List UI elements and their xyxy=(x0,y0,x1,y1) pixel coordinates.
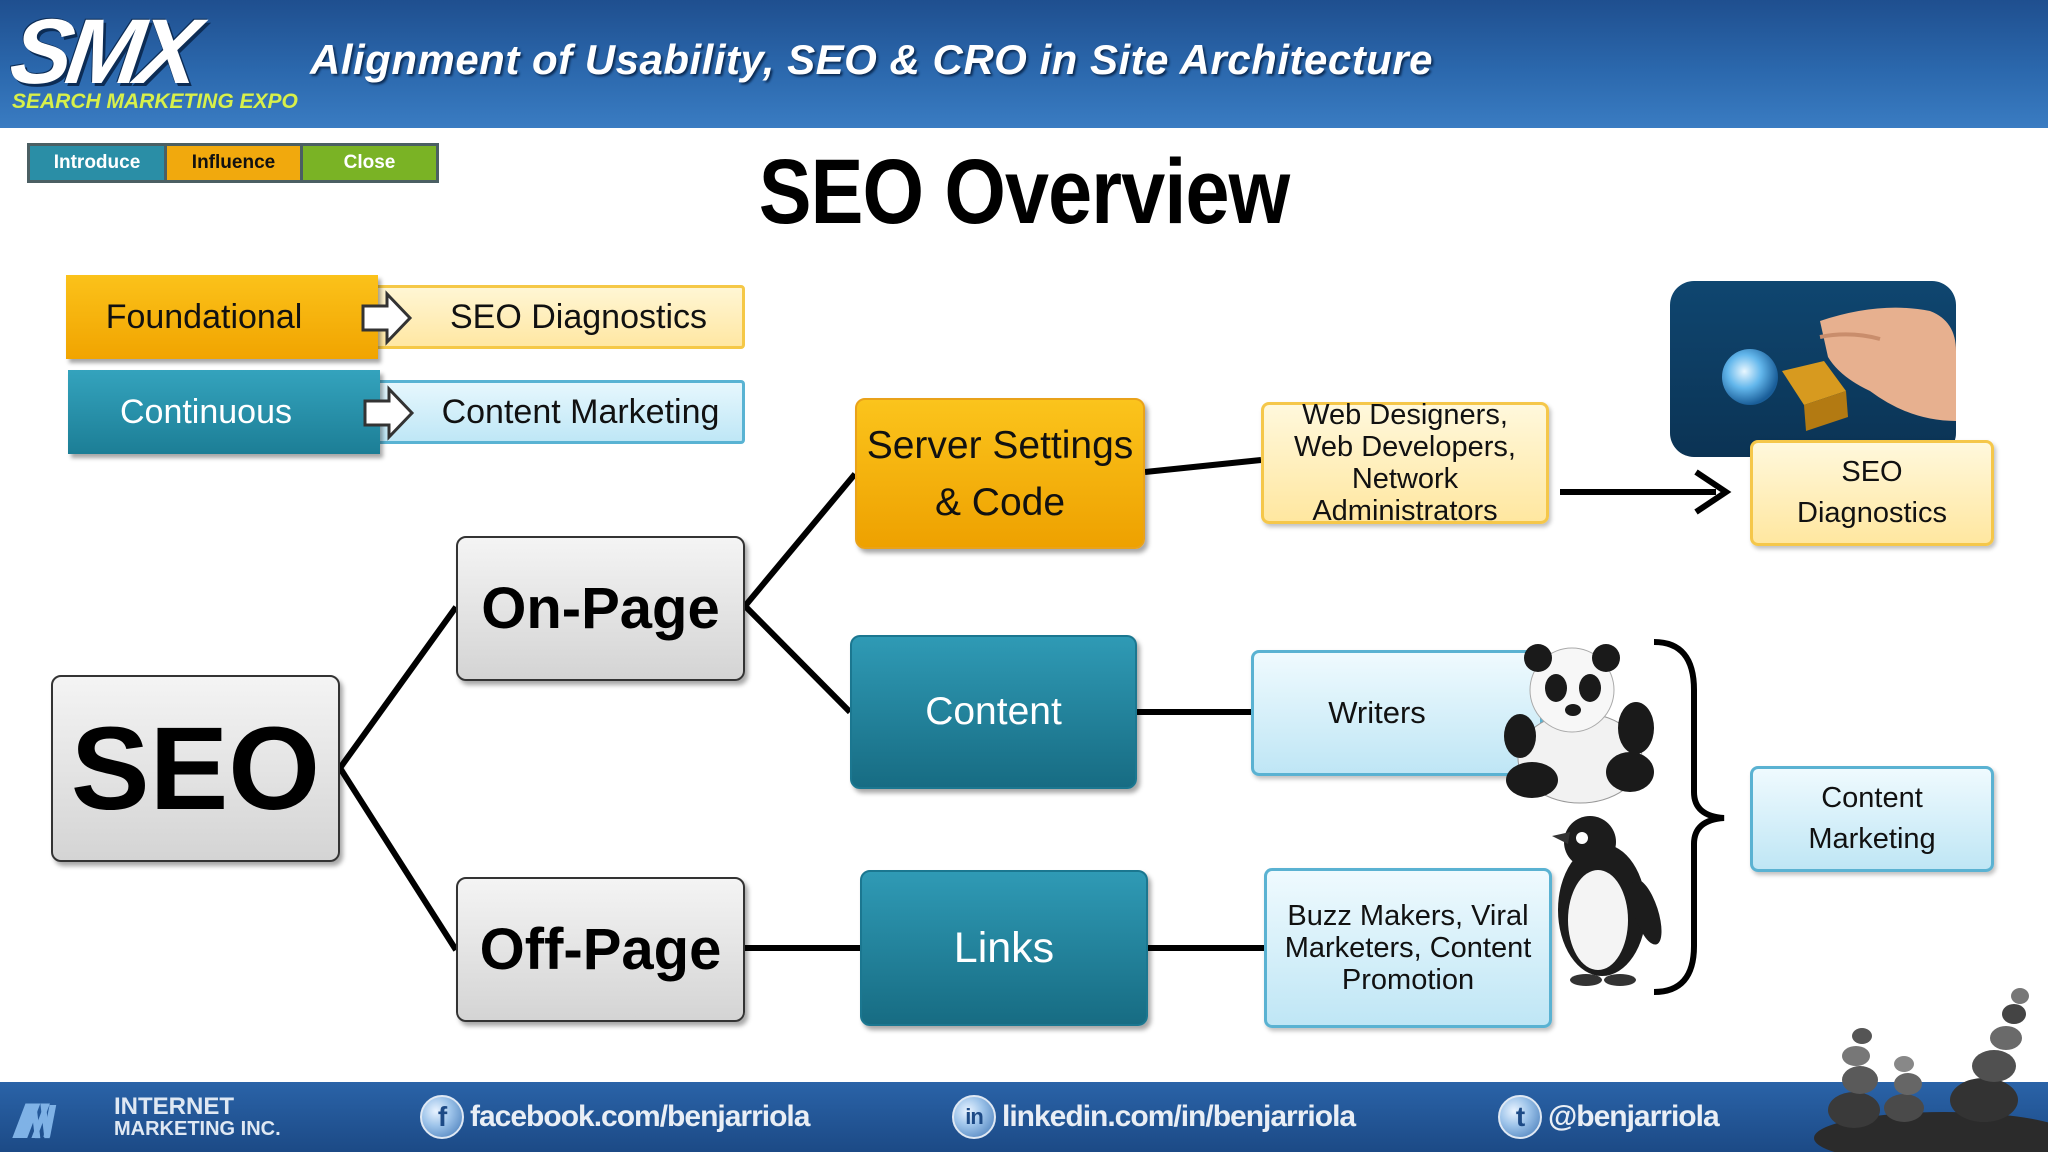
off-page-label: Off-Page xyxy=(479,917,722,982)
web-line2: Web Developers, xyxy=(1294,431,1516,463)
writers-label: Writers xyxy=(1328,695,1426,730)
buzz-line1: Buzz Makers, Viral xyxy=(1287,900,1529,932)
legend-foundational: Foundational xyxy=(66,275,378,359)
legend-seo-diagnostics-label: SEO Diagnostics xyxy=(450,297,707,336)
server-settings-node: Server Settings & Code xyxy=(855,398,1145,549)
company-name: INTERNET MARKETING INC. xyxy=(114,1093,281,1141)
web-designers-node: Web Designers, Web Developers, Network A… xyxy=(1261,399,1549,527)
content-node: Content xyxy=(850,635,1137,789)
on-page-node: On-Page xyxy=(456,536,745,681)
tab-introduce[interactable]: Introduce xyxy=(30,146,164,180)
off-page-node: Off-Page xyxy=(456,877,745,1022)
page-title: SEO Overview xyxy=(758,141,1290,243)
header-banner: SMX SEARCH MARKETING EXPO Alignment of U… xyxy=(0,0,2048,128)
buzz-line3: Promotion xyxy=(1341,964,1475,996)
logo-subtitle: SEARCH MARKETING EXPO xyxy=(12,90,298,113)
linkedin-icon: in xyxy=(952,1095,996,1139)
legend-foundational-label: Foundational xyxy=(105,297,303,336)
links-node: Links xyxy=(860,870,1148,1026)
server-settings-line1: Server Settings xyxy=(866,423,1134,467)
smx-logo: SMX SEARCH MARKETING EXPO xyxy=(5,1,304,118)
legend-content-marketing-label: Content Marketing xyxy=(441,392,720,431)
imi-mark-icon: ///\/\I xyxy=(14,1095,56,1147)
content-marketing-line1: Content xyxy=(1821,782,1923,814)
legend-continuous: Continuous xyxy=(68,370,380,454)
on-page-label: On-Page xyxy=(481,576,720,641)
seo-diagnostics-line1: SEO xyxy=(1841,456,1903,488)
legend-seo-diagnostics: SEO Diagnostics xyxy=(372,285,745,349)
connector-onpage-content xyxy=(742,603,853,715)
seo-node-label: SEO xyxy=(70,702,321,835)
presentation-title: Alignment of Usability, SEO & CRO in Sit… xyxy=(310,36,1434,83)
facebook-url: facebook.com/benjarriola xyxy=(470,1100,810,1133)
tab-influence[interactable]: Influence xyxy=(164,146,300,180)
penguin-illustration xyxy=(1552,816,1662,986)
twitter-handle: @benjarriola xyxy=(1548,1100,1720,1133)
legend-content-marketing: Content Marketing xyxy=(372,380,745,444)
web-line4: Administrators xyxy=(1312,495,1498,527)
tab-close[interactable]: Close xyxy=(300,146,436,180)
web-line3: Network xyxy=(1351,463,1459,495)
content-label: Content xyxy=(925,690,1062,733)
server-settings-line2: & Code xyxy=(934,480,1066,524)
linkedin-url: linkedin.com/in/benjarriola xyxy=(1002,1100,1356,1133)
company-line2: MARKETING INC. xyxy=(114,1118,281,1140)
panda-illustration xyxy=(1504,644,1654,804)
facebook-link[interactable]: f facebook.com/benjarriola xyxy=(420,1082,810,1152)
connector-seo-onpage xyxy=(337,605,459,770)
footer-bar: ///\/\I INTERNET MARKETING INC. f facebo… xyxy=(0,1082,2048,1152)
web-line1: Web Designers, xyxy=(1302,399,1508,431)
twitter-link[interactable]: t @benjarriola xyxy=(1498,1082,1720,1152)
content-marketing-node: Content Marketing xyxy=(1750,766,1994,872)
seo-node: SEO xyxy=(51,675,340,862)
connector-onpage-server xyxy=(742,472,858,608)
arrowhead xyxy=(1694,469,1732,515)
links-label: Links xyxy=(953,923,1055,972)
legend-continuous-label: Continuous xyxy=(119,392,292,431)
company-line1: INTERNET xyxy=(114,1093,234,1120)
section-tabs: Introduce Influence Close xyxy=(27,143,439,183)
connector-server-web xyxy=(1144,457,1262,475)
writers-node: Writers xyxy=(1251,650,1543,776)
connector-seo-offpage xyxy=(337,766,459,952)
internet-marketing-logo: ///\/\I INTERNET MARKETING INC. xyxy=(14,1090,304,1148)
content-marketing-line2: Marketing xyxy=(1808,823,1936,855)
logo-wordmark: SMX xyxy=(4,1,201,103)
twitter-icon: t xyxy=(1498,1095,1542,1139)
facebook-icon: f xyxy=(420,1095,464,1139)
buzz-makers-node: Buzz Makers, Viral Marketers, Content Pr… xyxy=(1264,868,1552,1028)
seo-diagnostics-line2: Diagnostics xyxy=(1797,497,1947,529)
seo-diagnostics-node: SEO Diagnostics xyxy=(1750,440,1994,546)
stacked-rocks-photo xyxy=(1814,988,2048,1152)
hand-cubes-photo xyxy=(1670,281,1956,457)
buzz-line2: Marketers, Content xyxy=(1284,932,1532,964)
linkedin-link[interactable]: in linkedin.com/in/benjarriola xyxy=(952,1082,1356,1152)
